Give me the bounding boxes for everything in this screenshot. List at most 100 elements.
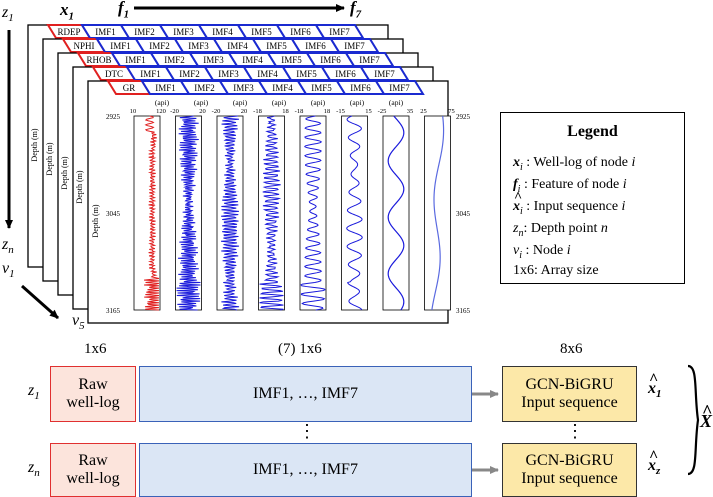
row1-imf-box: IMF1, …, IMF7 — [139, 366, 472, 422]
signal-trace-2 — [176, 115, 201, 311]
row2-gcn-bigru-box: GCN-BiGRU Input sequence — [502, 443, 637, 497]
imf-name: IMF6 — [335, 69, 356, 79]
row1-output-label: x^1 — [648, 371, 662, 401]
legend-item-node: vi : Node i — [513, 243, 571, 261]
signal-panel-4 — [258, 115, 285, 311]
unit-label: (api) — [233, 98, 248, 107]
signal-trace-4 — [259, 115, 284, 311]
imf-name: IMF5 — [296, 69, 317, 79]
imf-name: IMF7 — [374, 69, 395, 79]
imf-name: IMF6 — [290, 27, 311, 37]
depth-tick-right: 2925 — [456, 113, 471, 121]
range-max: 20 — [241, 108, 248, 115]
legend-item-input-sequence: x^i : Input sequence i — [513, 190, 626, 217]
imf-name: IMF3 — [233, 83, 254, 93]
imf-name: IMF7 — [359, 55, 380, 65]
f7-label: f7 — [350, 0, 362, 21]
row2-raw-well-log-box: Raw well-log — [50, 443, 136, 497]
unit-label: (api) — [389, 98, 404, 107]
imf-name: IMF6 — [320, 55, 341, 65]
row2-imf-box: IMF1, …, IMF7 — [139, 443, 472, 497]
range-min: -20 — [170, 108, 179, 115]
legend-title: Legend — [567, 123, 618, 140]
signal-trace-3 — [220, 115, 240, 311]
v1-label: v1 — [2, 260, 15, 281]
range-min: -25 — [378, 108, 387, 115]
imf-cell — [374, 80, 425, 95]
range-min: -18 — [253, 108, 262, 115]
imf-name: IMF6 — [350, 83, 371, 93]
row1-z-label: z1 — [28, 382, 40, 403]
imf-name: IMF2 — [179, 69, 200, 79]
row1-raw-well-log-box: Raw well-log — [50, 366, 136, 422]
imf-name: IMF7 — [344, 41, 365, 51]
f1-label: f1 — [118, 0, 130, 21]
imf-name: IMF4 — [257, 69, 278, 79]
imf-name: IMF1 — [155, 83, 176, 93]
imf-name: IMF5 — [311, 83, 332, 93]
range-max: 35 — [407, 108, 414, 115]
imf-name: IMF2 — [164, 55, 185, 65]
imf-name: IMF5 — [251, 27, 272, 37]
unit-label: (api) — [194, 98, 209, 107]
range-max: 18 — [324, 108, 331, 115]
range-max: 75 — [448, 108, 455, 115]
imf-name: IMF1 — [140, 69, 161, 79]
legend-item-well-log: xi : Well-log of node i — [513, 155, 636, 173]
node-axis-arrow — [21, 284, 59, 320]
depth-axis-label: Depth (m) — [30, 128, 39, 161]
signal-trace-5 — [300, 115, 326, 311]
signal-trace-7 — [387, 115, 405, 311]
range-max: 15 — [365, 108, 372, 115]
row1-gcn-bigru-box: GCN-BiGRU Input sequence — [502, 366, 637, 422]
depth-tick-left: 3045 — [106, 210, 121, 218]
range-min: -15 — [336, 108, 345, 115]
log-name: GR — [123, 83, 136, 93]
range-min: -20 — [212, 108, 221, 115]
imf-name: IMF2 — [149, 41, 170, 51]
legend-item-depth-point: zn: Depth point n — [513, 221, 608, 239]
imf-name: IMF6 — [305, 41, 326, 51]
imf-name: IMF5 — [266, 41, 287, 51]
log-name: RDEP — [57, 27, 80, 37]
imf-name: IMF5 — [281, 55, 302, 65]
depth-axis-label: Depth (m) — [45, 142, 54, 175]
axis-arrows — [5, 4, 345, 320]
log-name: RHOB — [86, 55, 111, 65]
size-gcn-label: 8x6 — [560, 341, 583, 357]
depth-axis-label: Depth (m) — [91, 204, 100, 237]
range-min: 25 — [420, 108, 427, 115]
depth-tick-left: 3165 — [106, 307, 121, 315]
depth-tick-left: 2925 — [106, 113, 121, 121]
signal-trace-1 — [144, 115, 160, 311]
imf-name: IMF1 — [110, 41, 131, 51]
log-name: DTC — [105, 69, 123, 79]
legend-item-array-size: 1x6: Array size — [513, 263, 599, 278]
legend-box: Legend xi : Well-log of node i fi : Feat… — [500, 112, 685, 284]
imf-name: IMF1 — [125, 55, 146, 65]
signal-trace-6 — [346, 115, 363, 311]
depth-tick-right: 3165 — [456, 307, 471, 315]
row2-output-label: x^z — [648, 448, 661, 478]
imf-name: IMF7 — [389, 83, 410, 93]
imf-name: IMF1 — [95, 27, 116, 37]
size-raw-label: 1x6 — [84, 341, 107, 357]
unit-label: (api) — [272, 98, 287, 107]
flow-arrows — [472, 364, 700, 476]
imf-name: IMF4 — [212, 27, 233, 37]
range-max: 18 — [282, 108, 289, 115]
imf-name: IMF2 — [194, 83, 215, 93]
output-brace — [687, 364, 700, 476]
depth-axis-label: Depth (m) — [75, 170, 84, 203]
signal-panel-8 — [424, 115, 451, 311]
imf-name: IMF3 — [188, 41, 209, 51]
imf-name: IMF2 — [134, 27, 155, 37]
imf-name: IMF3 — [203, 55, 224, 65]
unit-label: (api) — [350, 98, 365, 107]
dots-imf: ⋮ — [298, 421, 316, 441]
imf-name: IMF3 — [218, 69, 239, 79]
signal-panel-7 — [382, 115, 410, 311]
dots-gcn: ⋮ — [566, 421, 584, 441]
